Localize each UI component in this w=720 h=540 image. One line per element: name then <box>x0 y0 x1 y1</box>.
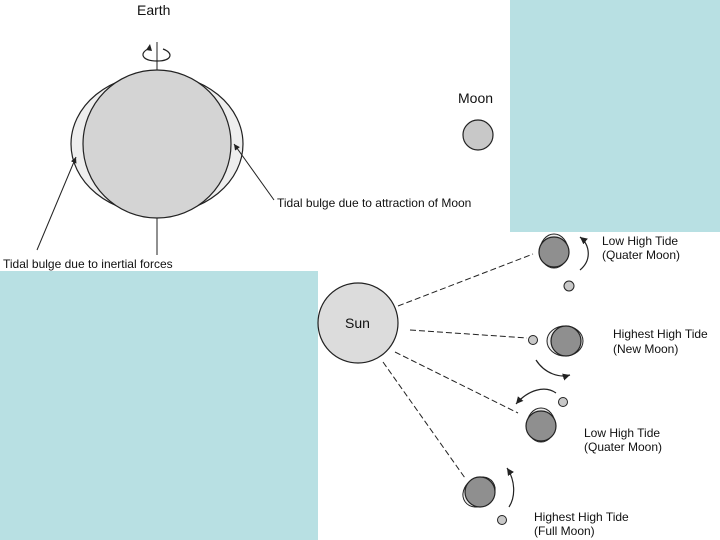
moon-bulge-arrow <box>234 144 274 200</box>
tide-4-line2: (Full Moon) <box>534 524 595 538</box>
orbit-arrow-icon <box>507 468 514 507</box>
tide-config-3: Low High Tide (Quater Moon) <box>516 389 662 454</box>
earth-small-icon <box>539 237 569 267</box>
earth-circle <box>83 70 231 218</box>
moon-small-icon <box>559 398 568 407</box>
sun-ray-2 <box>410 330 527 338</box>
tide-2-line1: Highest High Tide <box>613 327 708 341</box>
tide-1-line2: (Quater Moon) <box>602 248 680 262</box>
moon-label: Moon <box>458 90 493 106</box>
moon-bulge-label: Tidal bulge due to attraction of Moon <box>277 196 471 210</box>
orbit-arrow-icon <box>536 360 570 376</box>
moon-small-icon <box>564 281 574 291</box>
tide-4-line1: Highest High Tide <box>534 510 629 524</box>
sun-ray-4 <box>383 362 465 478</box>
sun-ray-1 <box>398 254 533 306</box>
moon-small-icon <box>529 336 538 345</box>
earth-small-icon <box>551 326 581 356</box>
inertial-bulge-label: Tidal bulge due to inertial forces <box>3 257 173 271</box>
earth-label: Earth <box>137 2 170 18</box>
sun-ray-3 <box>395 352 518 413</box>
tide-1-line1: Low High Tide <box>602 234 678 248</box>
moon-small-icon <box>498 516 507 525</box>
orbit-arrow-icon <box>516 389 556 404</box>
tide-3-line2: (Quater Moon) <box>584 440 662 454</box>
earth-small-icon <box>526 411 556 441</box>
tide-config-4: Highest High Tide (Full Moon) <box>457 468 629 538</box>
moon-circle <box>463 120 493 150</box>
tide-config-2: Highest High Tide (New Moon) <box>529 326 709 376</box>
earth-small-icon <box>465 477 495 507</box>
earth-figure <box>71 42 243 255</box>
sun-label: Sun <box>345 315 370 331</box>
orbit-arrow-icon <box>580 237 588 270</box>
tide-2-line2: (New Moon) <box>613 342 678 356</box>
tide-config-1: Low High Tide (Quater Moon) <box>539 234 680 291</box>
inertial-bulge-arrow <box>37 157 76 250</box>
tide-3-line1: Low High Tide <box>584 426 660 440</box>
